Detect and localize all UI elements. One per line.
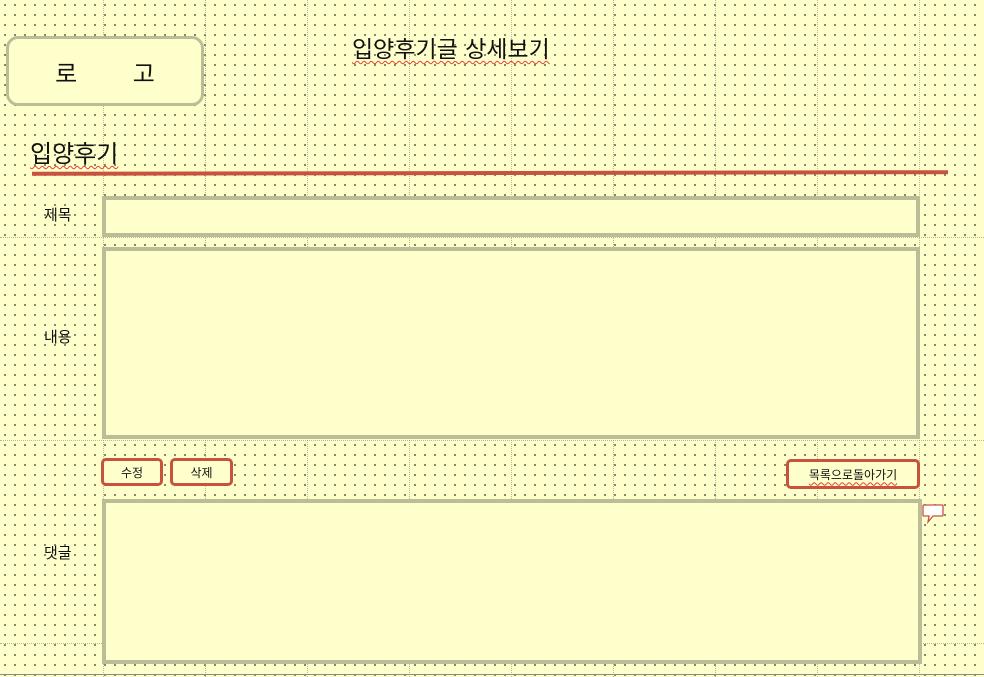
section-title-text: 입양후기: [30, 140, 119, 168]
comment-label: 댓글: [44, 544, 72, 562]
content-field[interactable]: [102, 247, 920, 439]
back-to-list-button[interactable]: 목록으로돌아가기: [786, 459, 920, 489]
page-title: 입양후기글 상세보기: [352, 30, 550, 64]
guide-line: [0, 440, 984, 441]
section-title: 입양후기: [30, 134, 118, 169]
title-field[interactable]: [102, 196, 920, 237]
comment-field[interactable]: [102, 499, 922, 664]
logo-text: 로 고: [55, 59, 179, 88]
bottom-border: [0, 674, 984, 675]
page-title-text: 입양후기글 상세보기: [352, 37, 550, 63]
back-to-list-label: 목록으로돌아가기: [808, 467, 898, 482]
delete-button[interactable]: 삭제: [170, 458, 233, 486]
logo[interactable]: 로 고: [6, 36, 204, 106]
title-label: 제목: [44, 206, 72, 224]
edit-button[interactable]: 수정: [101, 458, 163, 486]
guide-line: [0, 237, 984, 238]
speech-bubble-icon[interactable]: [922, 504, 944, 524]
content-label: 내용: [44, 328, 72, 346]
section-divider: [31, 170, 949, 176]
